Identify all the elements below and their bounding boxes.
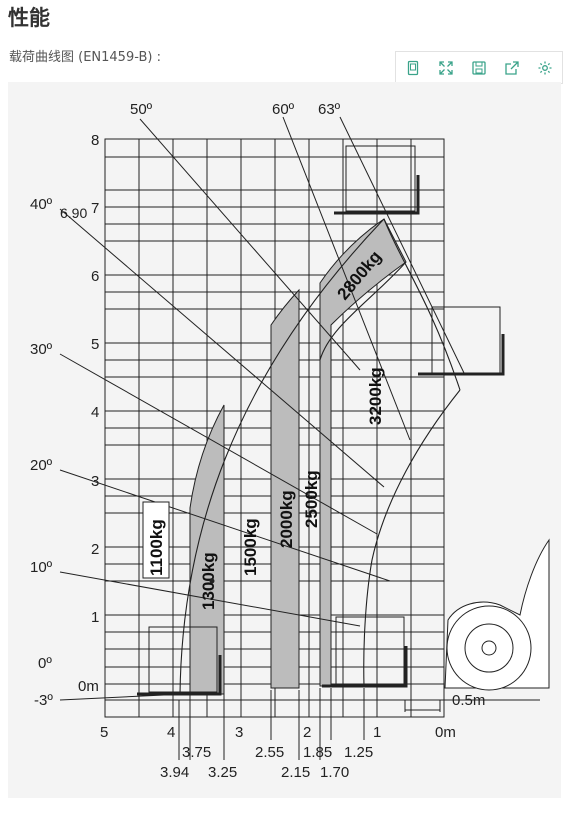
y-tick-7: 7: [91, 200, 99, 217]
capacity-1500kg: 1500kg: [241, 518, 260, 576]
load-chart-panel: 8 7 6 5 4 3 2 1 0m 5 4 3 2 1 0m 3.75 2.5…: [8, 82, 561, 798]
settings-icon[interactable]: [529, 52, 562, 83]
chart-subtitle: 载荷曲线图 (EN1459-B) :: [9, 50, 161, 65]
offset-marker: 0.5m: [452, 692, 485, 709]
x-tick-3-25: 3.25: [208, 764, 237, 781]
load-chart-diagram: 8 7 6 5 4 3 2 1 0m 5 4 3 2 1 0m 3.75 2.5…: [30, 101, 550, 781]
y-tick-5: 5: [91, 336, 99, 353]
angle-20: 20º: [30, 457, 53, 474]
x-tick-4: 4: [167, 724, 175, 741]
angle-60: 60º: [272, 101, 295, 118]
y-axis-labels: 8 7 6 5 4 3 2 1 0m: [78, 132, 99, 695]
x-tick-1: 1: [373, 724, 381, 741]
y-tick-0m: 0m: [78, 678, 99, 695]
telehandler-outline: [444, 538, 550, 691]
x-axis-labels: 5 4 3 2 1 0m 3.75 2.55 1.85 1.25 3.94 3.…: [100, 724, 456, 781]
capacity-1100-box: [142, 501, 170, 579]
x-tick-1-85: 1.85: [303, 744, 332, 761]
x-tick-1-25: 1.25: [344, 744, 373, 761]
x-tick-3-75: 3.75: [182, 744, 211, 761]
dimension-lines: [178, 688, 540, 760]
capacity-labels: 1100kg 1300kg 1500kg 2000kg 2500kg 2800k…: [142, 247, 385, 610]
phone-view-icon[interactable]: [396, 52, 429, 83]
capacity-zones: [189, 218, 407, 695]
y-tick-4: 4: [91, 404, 99, 421]
forks: [137, 175, 505, 696]
capacity-2000kg: 2000kg: [277, 490, 296, 548]
max-height-marker: 6.90: [60, 205, 87, 221]
share-icon[interactable]: [496, 52, 529, 83]
chart-toolbar: [395, 51, 563, 84]
y-tick-2: 2: [91, 541, 99, 558]
x-tick-3-94: 3.94: [160, 764, 189, 781]
angle-labels: 50º 60º 63º 40º 30º 20º 10º 0º -3º 6.90 …: [30, 101, 485, 709]
angle-50: 50º: [130, 101, 153, 118]
x-tick-1-70: 1.70: [320, 764, 349, 781]
reference-dot: [209, 578, 215, 584]
y-tick-1: 1: [91, 609, 99, 626]
capacity-1300kg: 1300kg: [199, 552, 218, 610]
x-tick-3: 3: [235, 724, 243, 741]
y-tick-3: 3: [91, 473, 99, 490]
angle-30: 30º: [30, 341, 53, 358]
capacity-3200kg: 3200kg: [366, 367, 385, 425]
y-tick-8: 8: [91, 132, 99, 149]
capacity-1100kg: 1100kg: [147, 519, 166, 576]
x-tick-2-55: 2.55: [255, 744, 284, 761]
page-title: 性能: [8, 6, 50, 30]
x-tick-0m: 0m: [435, 724, 456, 741]
boom-envelope: [179, 218, 461, 695]
angle-minus-3: -3º: [34, 692, 53, 709]
boom-angle-lines: [59, 116, 466, 701]
capacity-2500kg: 2500kg: [302, 470, 321, 528]
angle-63: 63º: [318, 101, 341, 118]
x-tick-5: 5: [100, 724, 108, 741]
angle-10: 10º: [30, 559, 53, 576]
y-tick-6: 6: [91, 268, 99, 285]
x-tick-2: 2: [303, 724, 311, 741]
fullscreen-icon[interactable]: [429, 52, 462, 83]
x-tick-2-15: 2.15: [281, 764, 310, 781]
angle-40: 40º: [30, 196, 53, 213]
save-icon[interactable]: [462, 52, 495, 83]
angle-0: 0º: [38, 655, 52, 672]
